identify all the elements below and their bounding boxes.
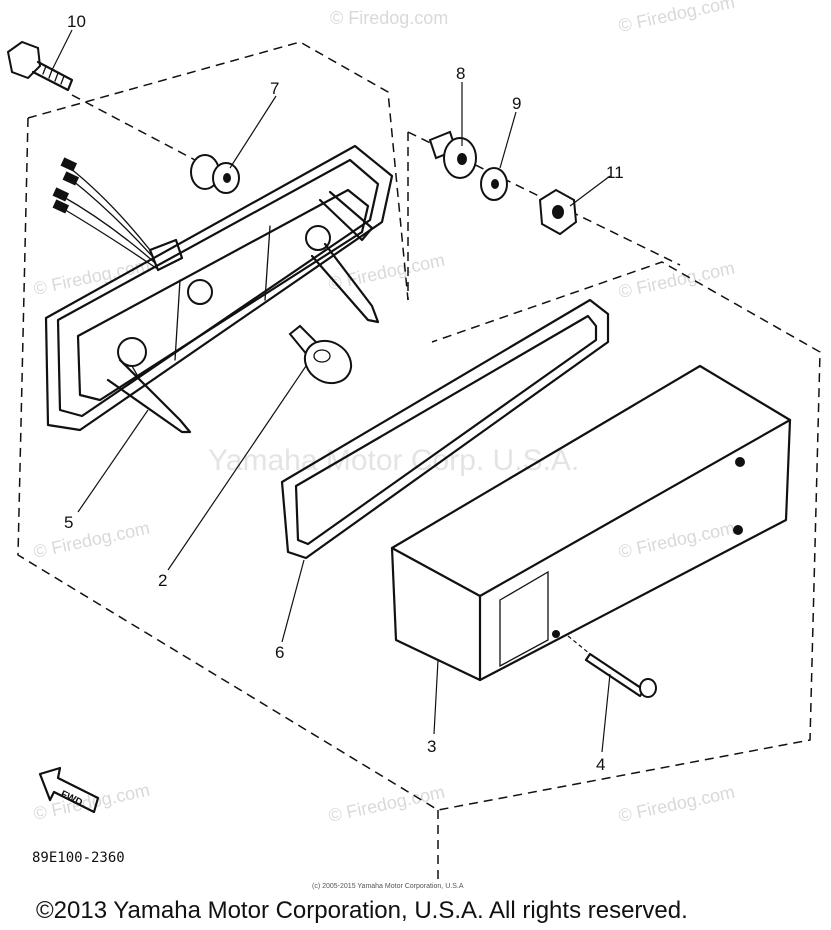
gasket-part-6	[280, 298, 610, 560]
bulb-filament	[313, 349, 331, 363]
upper-boundary-line	[27, 41, 409, 301]
wire-terminal	[52, 199, 70, 214]
lens-outline	[390, 364, 792, 682]
bolt-guide-line	[71, 94, 196, 161]
grommet-hole	[223, 173, 231, 183]
bolt-part-10	[6, 40, 74, 92]
bulb-part-2	[288, 324, 353, 385]
watermark-firedog: © Firedog.com	[32, 780, 152, 824]
wire-2	[71, 179, 153, 257]
copyright-line: ©2013 Yamaha Motor Corporation, U.S.A. A…	[36, 897, 688, 924]
fwd-arrow-icon	[38, 766, 100, 814]
callout-labels: 10 7 8 9 11 5 2 6 3 4	[64, 12, 624, 774]
lens-hole	[735, 457, 745, 467]
screw-guide	[567, 635, 591, 655]
callout-7: 7	[270, 79, 279, 98]
callout-8: 8	[456, 64, 465, 83]
callout-10: 10	[67, 12, 86, 31]
wire-terminal	[52, 187, 70, 202]
callout-9: 9	[512, 94, 521, 113]
wire-1	[69, 167, 151, 251]
callout-11: 11	[606, 163, 624, 182]
leader-5	[77, 409, 149, 513]
wire-3	[61, 195, 155, 263]
leader-4	[601, 673, 611, 753]
leader-lines	[51, 29, 611, 753]
base-plate-rim	[56, 158, 380, 418]
watermark-firedog: © Firedog.com	[327, 250, 447, 294]
socket-stem-left	[106, 358, 192, 434]
watermark-firedog: © Firedog.com	[330, 8, 448, 28]
leader-6	[281, 559, 305, 643]
outer-boundary-line	[17, 117, 821, 811]
leader-10	[51, 29, 73, 71]
wire-4	[61, 207, 157, 269]
callout-5: 5	[64, 513, 73, 532]
small-copyright: (c) 2005-2015 Yamaha Motor Corporation, …	[312, 883, 464, 890]
watermark-firedog: © Firedog.com	[32, 518, 152, 562]
socket-stem-top	[318, 190, 374, 242]
callout-3: 3	[427, 737, 436, 756]
leader-7	[229, 95, 277, 169]
leader-2	[167, 365, 307, 571]
watermark-layer: © Firedog.com © Firedog.com © Firedog.co…	[32, 0, 737, 826]
socket-left	[117, 337, 147, 367]
leader-3	[433, 659, 439, 735]
screw-part-4	[567, 635, 657, 698]
leader-9	[499, 111, 517, 169]
washer-hole	[491, 179, 499, 189]
wire-terminal	[62, 171, 80, 186]
bolt-head	[6, 40, 42, 80]
collar-hole	[457, 153, 467, 165]
lens-part-3	[390, 364, 792, 682]
gasket-inner	[294, 314, 598, 546]
lens-screw-hole	[552, 630, 560, 638]
base-plate-inner	[76, 188, 370, 402]
callout-4: 4	[596, 755, 605, 774]
lens-reflector	[499, 570, 549, 668]
watermark-yamaha: Yamaha Motor Corp. U.S.A.	[208, 444, 579, 477]
base-plate-outer	[44, 144, 394, 432]
nut-hole	[552, 205, 564, 219]
drawing-code: 89E100-2360	[32, 850, 125, 866]
screw-shank	[584, 652, 646, 698]
callout-2: 2	[158, 571, 167, 590]
watermark-firedog: © Firedog.com	[617, 0, 737, 36]
watermark-firedog: © Firedog.com	[617, 258, 737, 302]
hardware-parts	[428, 130, 578, 236]
lamp-base-assembly	[44, 144, 394, 434]
screw-head	[639, 678, 657, 698]
gasket-outer	[280, 298, 610, 560]
watermark-firedog: © Firedog.com	[617, 782, 737, 826]
wire-grommet	[148, 238, 184, 272]
callout-6: 6	[275, 643, 284, 662]
grommet-part-7	[190, 154, 240, 194]
leader-11	[569, 175, 611, 207]
bolt-thread	[42, 65, 65, 85]
lens-hole	[733, 525, 743, 535]
wire-terminal	[60, 157, 78, 172]
socket-stem-right	[310, 242, 380, 324]
socket-middle	[187, 279, 213, 305]
bolt-shank	[31, 60, 74, 92]
